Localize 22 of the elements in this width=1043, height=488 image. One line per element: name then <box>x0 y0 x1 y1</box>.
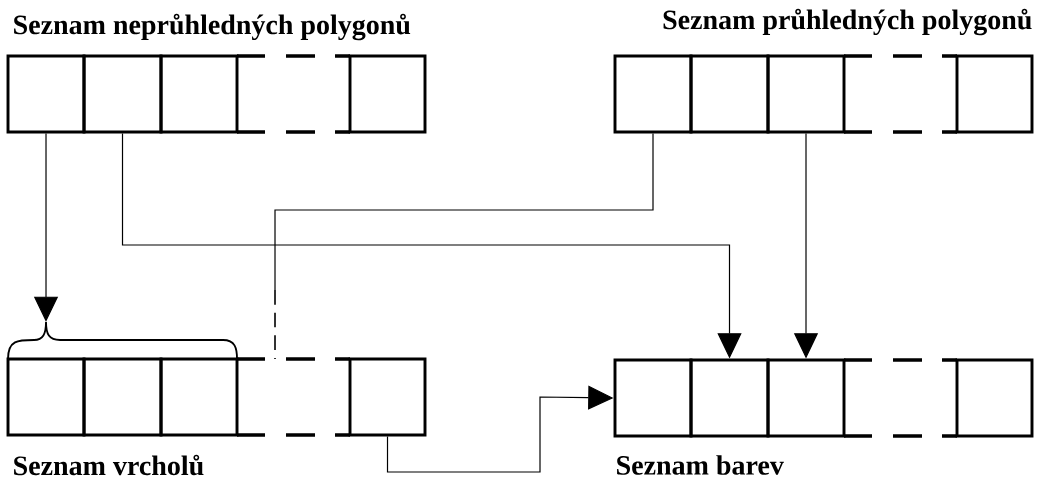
list-cell <box>348 54 427 134</box>
list-cell <box>159 54 239 134</box>
arrow <box>274 132 654 360</box>
list-cell <box>82 357 163 437</box>
list-heading: Seznam neprůhledných polygonů <box>14 13 411 41</box>
list-cell <box>82 54 163 134</box>
list-heading: Seznam barev <box>617 455 784 475</box>
list-cell <box>6 54 86 134</box>
list-cell <box>766 358 846 438</box>
list-cell <box>6 357 86 437</box>
list-cell <box>159 357 239 437</box>
list-cell <box>613 358 693 438</box>
list-cell <box>689 358 770 438</box>
list-cell <box>955 358 1034 438</box>
list-cell <box>766 54 846 134</box>
list-cell <box>689 54 770 134</box>
list-cell <box>613 54 693 134</box>
list-cell <box>348 357 427 437</box>
list-heading: Seznam průhledných polygonů <box>663 8 1032 36</box>
list-cell <box>955 54 1034 134</box>
brace <box>7 321 238 360</box>
list-heading: Seznam vrcholů <box>14 454 204 476</box>
